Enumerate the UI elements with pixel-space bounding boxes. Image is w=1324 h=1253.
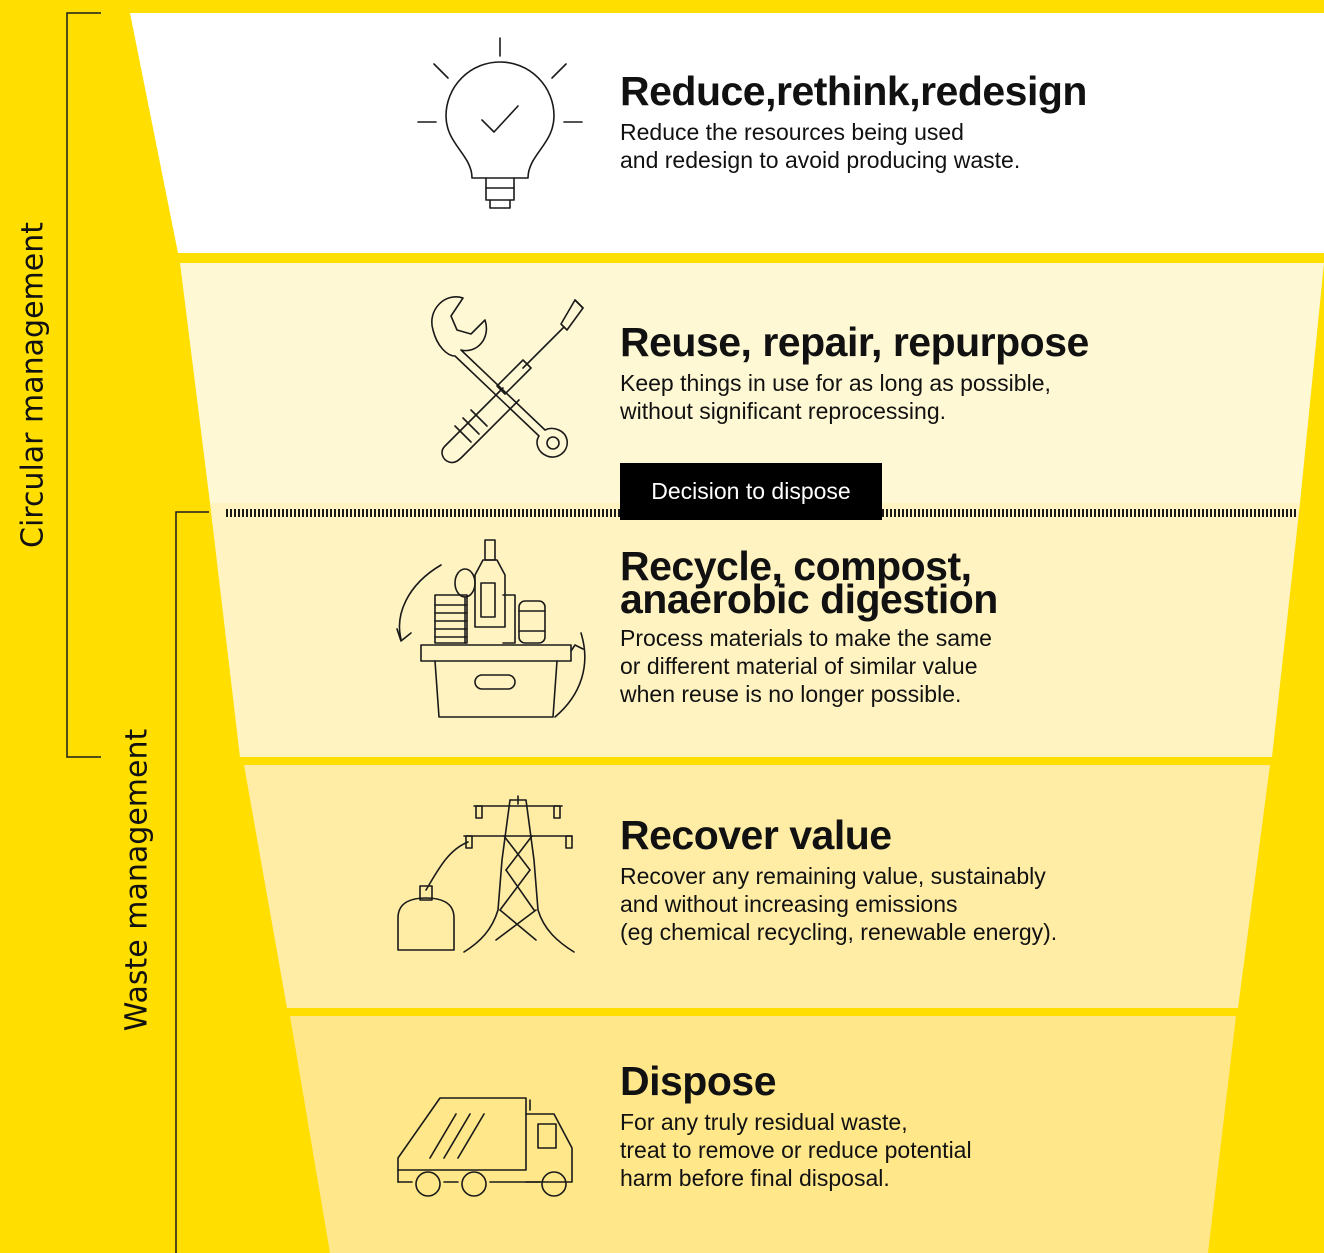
tier-title: Recover value [620,812,892,858]
tier-description: Keep things in use for as long as possib… [620,370,1051,424]
tier-description: Recover any remaining value, sustainably… [620,863,1058,945]
waste-management-label: Waste management [119,728,155,1032]
tier-title: Reduce,rethink,redesign [620,68,1087,114]
tier-recover: Recover value Recover any remaining valu… [620,812,1180,946]
decision-to-dispose-badge: Decision to dispose [620,463,882,520]
tier-recover-band [244,765,1270,1008]
tier-title: Recycle, compost, anaerobic digestion [620,543,998,622]
circular-management-label: Circular management [15,221,51,549]
tier-reduce-band [130,13,1324,253]
tier-title: Reuse, repair, repurpose [620,319,1089,365]
recycling-bin-icon [395,535,595,730]
garbage-truck-icon [388,1090,588,1200]
lightbulb-check-icon [410,30,590,220]
tier-description: Process materials to make the same or di… [620,625,992,707]
waste-management-bracket [175,511,209,1253]
tier-recycle-band [210,503,1300,757]
wrench-screwdriver-icon [425,290,595,465]
tier-description: Reduce the resources being used and rede… [620,119,1021,173]
tier-description: For any truly residual waste, treat to r… [620,1109,972,1191]
tier-reuse: Reuse, repair, repurpose Keep things in … [620,319,1180,425]
tier-title: Dispose [620,1058,777,1104]
tier-recycle: Recycle, compost, anaerobic digestion Pr… [620,543,1180,708]
tier-reduce: Reduce,rethink,redesign Reduce the resou… [620,68,1180,174]
tier-dispose-band [290,1016,1236,1253]
circular-management-bracket [66,12,101,758]
tier-reuse-band [180,263,1324,503]
power-pylon-icon [388,790,588,960]
tier-dispose: Dispose For any truly residual waste, tr… [620,1058,1180,1192]
